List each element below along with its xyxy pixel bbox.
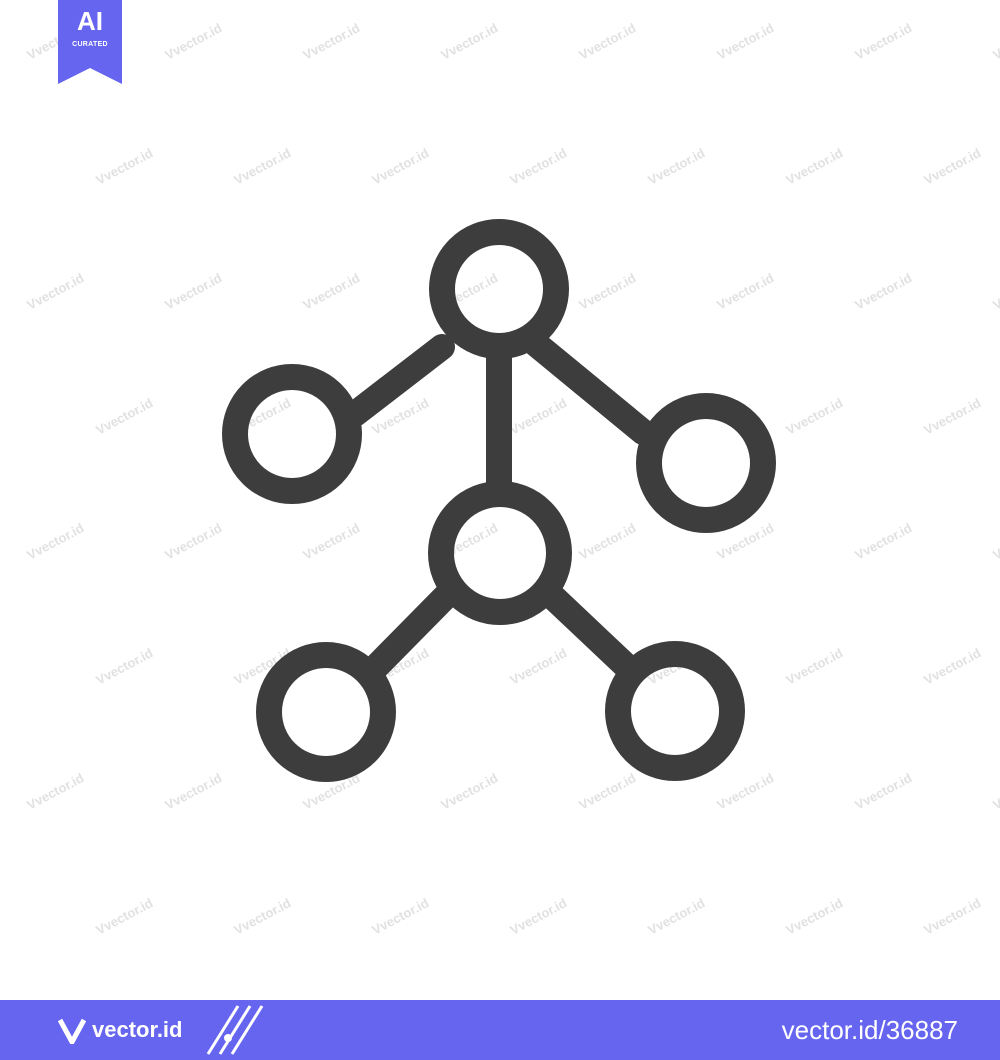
edge-line bbox=[523, 331, 656, 445]
node-circle-middle bbox=[428, 481, 572, 625]
node-circle-bottom-left bbox=[256, 642, 396, 782]
footer-bar: vector.id vector.id/36887 bbox=[0, 1000, 1000, 1060]
node-circle-bottom-right bbox=[605, 641, 745, 781]
ribbon-icon bbox=[58, 0, 122, 84]
node-circle-right bbox=[636, 393, 776, 533]
vector-logo-icon bbox=[58, 1018, 86, 1044]
node-circle-left bbox=[222, 364, 362, 504]
node-circle-top bbox=[429, 219, 569, 359]
edge-line bbox=[363, 584, 458, 680]
edge-line bbox=[540, 584, 638, 678]
badge-subtitle: CURATED bbox=[72, 41, 108, 48]
badge-title: AI bbox=[77, 6, 103, 36]
footer-brand: vector.id bbox=[92, 1017, 183, 1042]
footer-logo[interactable]: vector.id bbox=[58, 1014, 182, 1046]
slash-decoration-icon bbox=[206, 1005, 264, 1055]
edge-line bbox=[342, 334, 455, 427]
asset-id-text: vector.id/36887 bbox=[781, 1015, 958, 1045]
ai-curated-badge: AI CURATED bbox=[58, 0, 122, 84]
network-nodes-icon bbox=[222, 219, 776, 782]
